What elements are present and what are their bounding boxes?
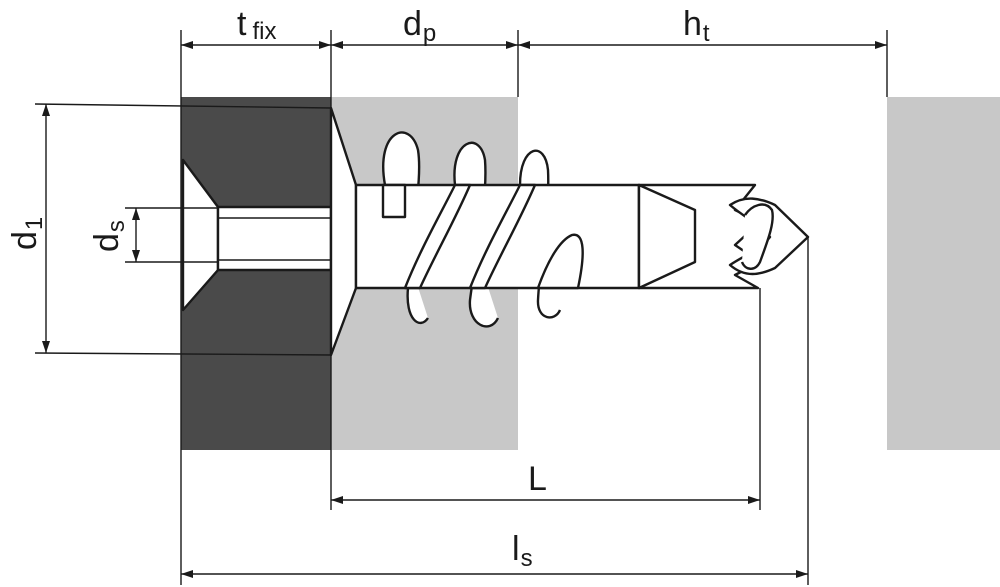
thread-turn-front (468, 183, 537, 290)
label-d-s: ds (88, 220, 130, 252)
thread-turn-front (403, 183, 472, 290)
extension-line (34, 352, 332, 356)
extension-line (34, 103, 332, 109)
drill-tip-flute (740, 203, 774, 270)
label-l-s: ls (512, 530, 533, 572)
label-d-p: dp (403, 5, 436, 47)
label-L: L (528, 460, 547, 498)
label-d-1: d1 (6, 217, 48, 250)
dowel-slot (381, 183, 407, 219)
thread-turn-front (536, 233, 584, 290)
drill-tip-cone (637, 183, 697, 290)
rear-substrate (887, 97, 1000, 450)
label-h-t: ht (683, 5, 710, 47)
